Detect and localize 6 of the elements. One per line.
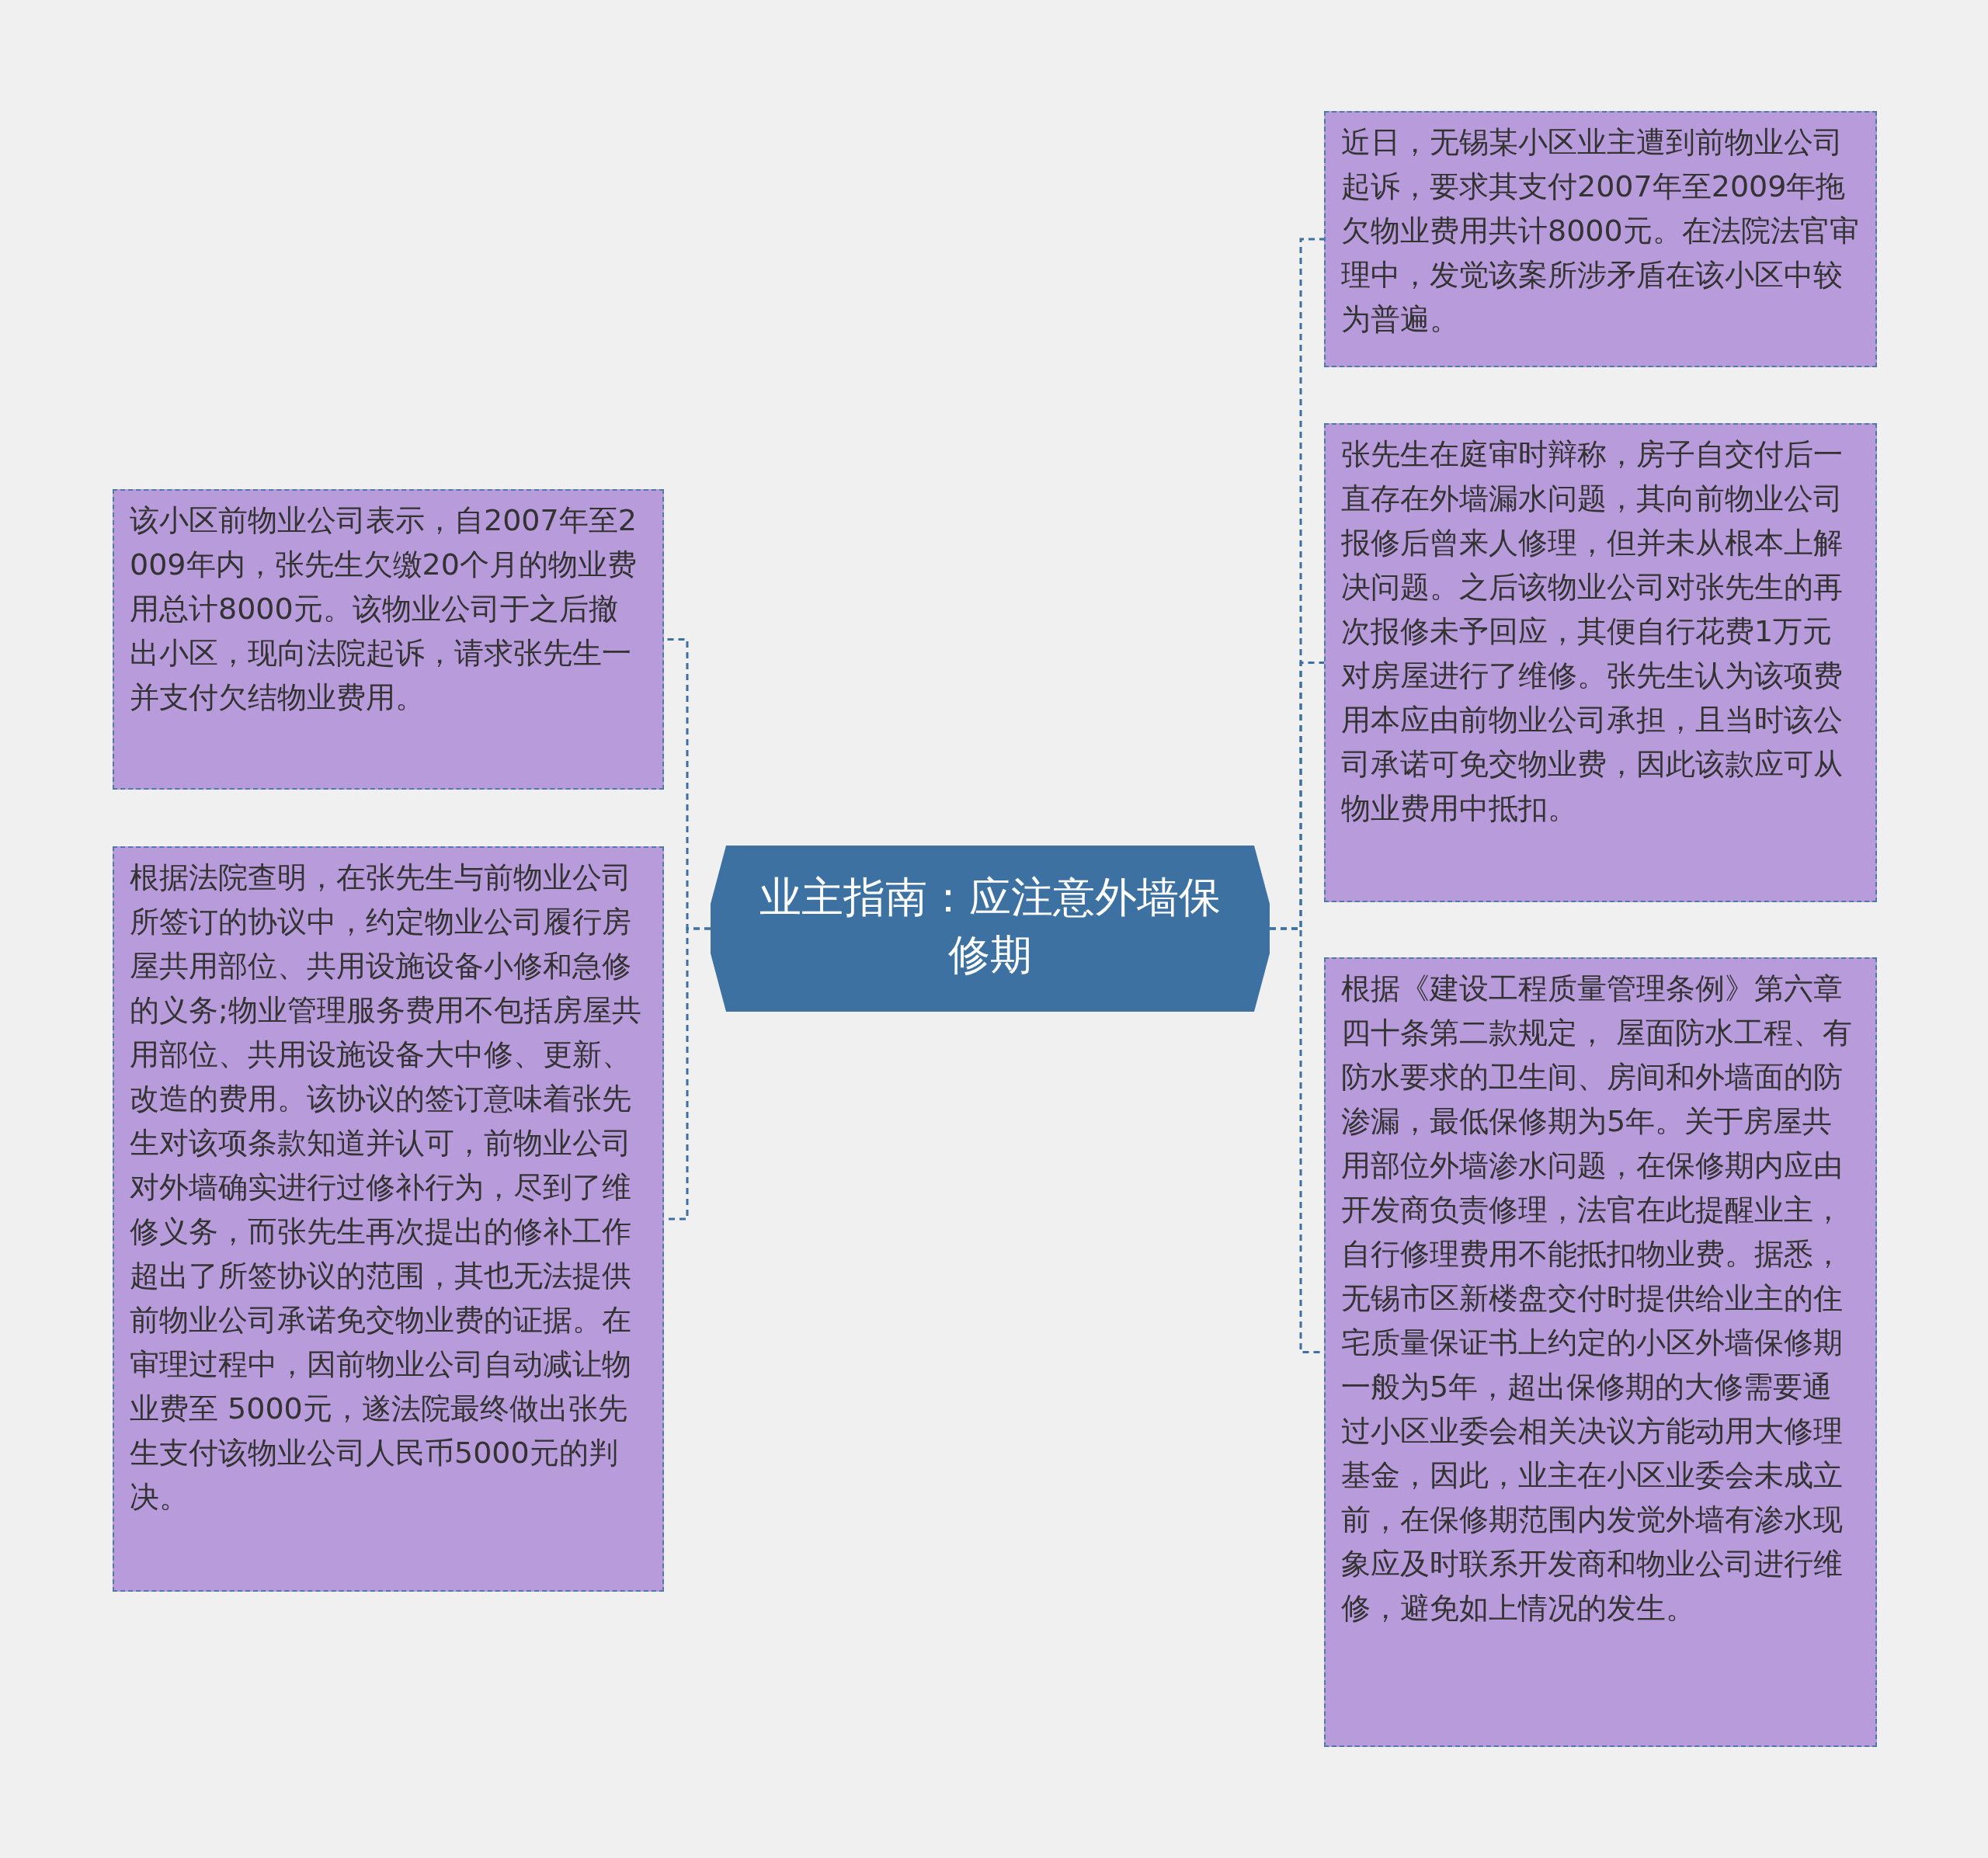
text-box: 根据《建设工程质量管理条例》第六章四十条第二款规定， 屋面防水工程、有防水要求的卫生间、房间和外墙面的防渗漏，最低保修期为5年。关于房屋共用部位外墙渗水问题，在保修期内应由开发商负责修理，法官在此提醒业主，自行修理费用不能抵扣物业费。据悉，无锡市区新楼盘交付时提供给业主的住宅质量保证书上约定的小区外墙保修期一般为5年，超出保修期的大修需要通过小区业委会相关决议方能动用大修理基金，因此，业主在小区业委会未成立前，在保修期范围内发觉外墙有渗水现象应及时联系开发商和物业公司进行维修，避免如上情况的发生。 (1324, 957, 1877, 1747)
topic-title: 业主指南：应注意外墙保修期 (759, 872, 1222, 981)
text-box: 该小区前物业公司表示，自2007年至2009年内，张先生欠缴20个月的物业费用总计8000元。该物业公司于之后撤出小区，现向法院起诉，请求张先生一并支付欠结物业费用。 (113, 489, 664, 790)
text-box: 根据法院查明，在张先生与前物业公司所签订的协议中，约定物业公司履行房屋共用部位、共用设施设备小修和急修的义务;物业管理服务费用不包括房屋共用部位、共用设施设备大中修、更新、改造的费用。该协议的签订意味着张先生对该项条款知道并认可，前物业公司对外墙确实进行过修补行为，尽到了维修义务，而张先生再次提出的修补工作超出了所签协议的范围，其也无法提供前物业公司承诺免交物业费的证据。在审理过程中，因前物业公司自动减让物业费至 5000元，遂法院最终做出张先生支付该物业公司人民币5000元的判决。 (113, 846, 664, 1592)
text-box: 张先生在庭审时辩称，房子自交付后一直存在外墙漏水问题，其向前物业公司报修后曾来人修理，但并未从根本上解决问题。之后该物业公司对张先生的再次报修未予回应，其便自行花费1万元对房屋进行了维修。张先生认为该项费用本应由前物业公司承担，且当时该公司承诺可免交物业费，因此该款应可从物业费用中抵扣。 (1324, 423, 1877, 902)
text-box: 近日，无锡某小区业主遭到前物业公司起诉，要求其支付2007年至2009年拖欠物业费用共计8000元。在法院法官审理中，发觉该案所涉矛盾在该小区中较为普遍。 (1324, 111, 1877, 367)
